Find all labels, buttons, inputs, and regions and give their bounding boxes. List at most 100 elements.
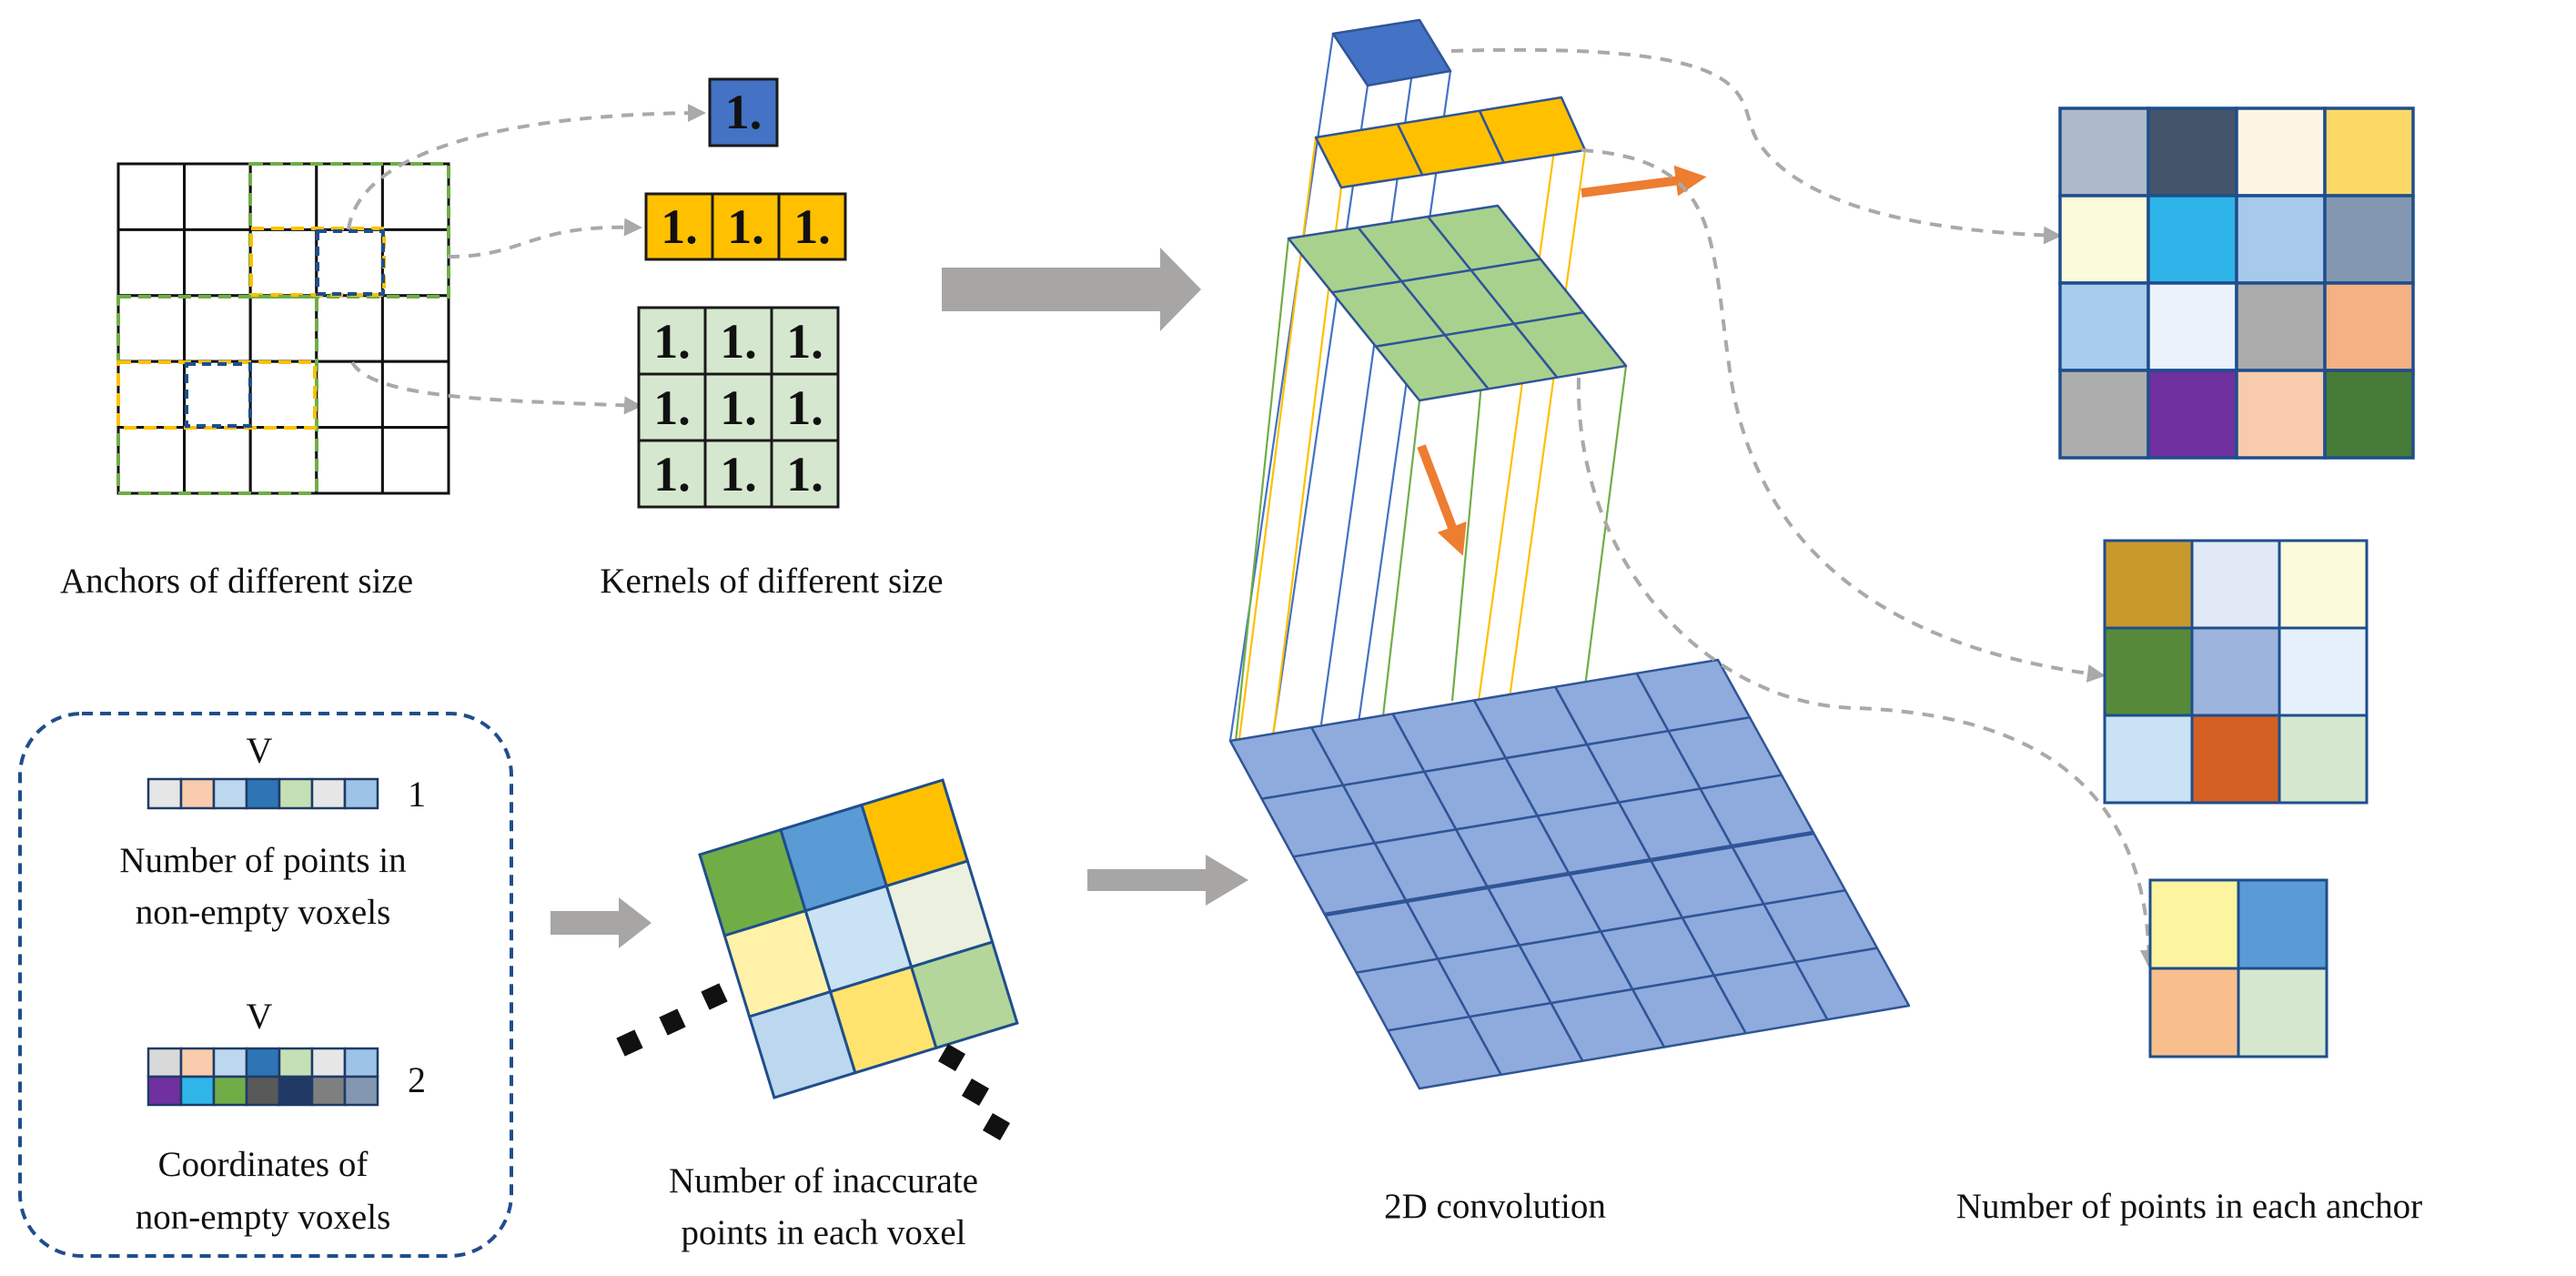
anchor-cell: [380, 426, 450, 495]
voxel-row1-strip: [146, 777, 379, 810]
voxel-row1-cell: [310, 777, 347, 810]
output-3x3-cell: [2278, 626, 2369, 717]
inaccurate-cell: [909, 940, 1019, 1050]
kernel-3x3-cell: [770, 439, 840, 509]
anchor-cell: [315, 228, 384, 298]
kernel-3x3-value: 1.: [720, 380, 757, 435]
anchor-box-green-top: [248, 162, 450, 299]
voxel-row2-top-cell: [179, 1047, 216, 1079]
output-4x4-cell: [2235, 281, 2327, 372]
anchor-to-kernel1-connector: [347, 104, 706, 230]
anchor-cell: [315, 294, 384, 363]
output-4x4-cell: [2147, 369, 2238, 460]
output-2x2-cell: [2237, 878, 2329, 970]
output-grid-3x3: [2103, 539, 2369, 805]
voxel-row1-index: 1: [408, 774, 426, 815]
kernel-1x3: 1.1.1.: [644, 192, 847, 261]
output-3x3-cell: [2103, 714, 2194, 805]
kernel-3x3-cell: [637, 439, 707, 509]
inaccurate-points-grid: [698, 778, 1019, 1099]
voxel-row2-bottom-cell: [245, 1075, 281, 1107]
inaccurate-caption-line2: points in each voxel: [681, 1213, 965, 1252]
voxel-row2-caption-line1: Coordinates of: [158, 1145, 369, 1184]
output-2x2-cell: [2237, 967, 2329, 1058]
ellipsis-dots-left: [616, 983, 728, 1057]
convolution-caption: 2D convolution: [1384, 1187, 1606, 1226]
kernel-1x3-cell: [644, 192, 714, 261]
voxel-row2-bottom-cell: [343, 1075, 379, 1107]
output-3x3-cell: [2190, 539, 2281, 630]
anchor-cell: [116, 294, 187, 363]
output-grid-4x4: [2058, 106, 2415, 460]
kernel-plane-3x3-cell: [1512, 311, 1628, 379]
output-4x4-cell: [2058, 281, 2150, 372]
anchor-box-blue-bottom: [185, 362, 252, 428]
anchor-cell: [116, 360, 187, 430]
kernel-plane-1x1-cell: [1331, 18, 1452, 87]
kernel-3x3-value: 1.: [786, 447, 823, 501]
ellipsis-dot: [982, 1112, 1011, 1141]
kernel-1x1-cell: [708, 77, 779, 147]
projection-line: [1349, 70, 1452, 782]
gray-arrow-to-convolution: [942, 248, 1201, 331]
yellow-to-output3-connector: [1581, 148, 2106, 683]
output-4x4-cell: [2147, 106, 2238, 197]
voxel-row1-cell: [212, 777, 248, 810]
voxel-row2-bottom-cell: [179, 1075, 216, 1107]
output-2x2-cell: [2148, 967, 2240, 1058]
output-3x3-cell: [2278, 714, 2369, 805]
kernel-plane-1x1: [1331, 18, 1452, 87]
anchor-cell: [248, 426, 318, 495]
voxel-row2-top-cell: [343, 1047, 379, 1079]
kernel-1x1: 1.: [708, 77, 779, 147]
voxel-row2-bottom-cell: [278, 1075, 314, 1107]
anchor-cell: [248, 162, 318, 231]
convolution-diagram: [1228, 18, 1911, 1090]
anchor-cell: [116, 228, 187, 298]
output-3x3-cell: [2278, 539, 2369, 630]
voxel-row2-index: 2: [408, 1059, 426, 1100]
voxel-row1-cell: [245, 777, 281, 810]
gray-arrow-legend-to-voxels: [551, 897, 652, 948]
feature-map-centerline: [1324, 830, 1814, 917]
voxel-row2-bottom-cell: [310, 1075, 347, 1107]
voxel-row2-header: V: [247, 996, 273, 1037]
anchor-cell: [183, 426, 252, 495]
projection-line: [1477, 96, 1563, 702]
output-4x4-cell: [2147, 194, 2238, 285]
voxel-row2-top-cell: [146, 1047, 183, 1079]
inaccurate-caption-line1: Number of inaccurate: [669, 1161, 978, 1200]
kernel-3x3-value: 1.: [720, 314, 757, 369]
blue-to-output4-connector: [1450, 47, 2062, 245]
voxel-row1-cell: [343, 777, 379, 810]
kernel-1x3-cell: [777, 192, 847, 261]
anchor-box-blue-top: [316, 229, 385, 296]
kernel-3x3-value: 1.: [786, 314, 823, 369]
kernel-3x3-value: 1.: [786, 380, 823, 435]
output-4x4-cell: [2323, 281, 2415, 372]
projection-line: [1234, 238, 1290, 743]
kernel-3x3-cell: [703, 439, 773, 509]
output-3x3-cell: [2190, 626, 2281, 717]
kernel-3x3-value: 1.: [653, 447, 691, 501]
voxel-legend-box: [18, 712, 513, 1258]
kernel-1x3-value: 1.: [793, 199, 831, 254]
kernels-caption: Kernels of different size: [600, 562, 943, 601]
ellipsis-dot: [616, 1029, 643, 1057]
voxel-row2-strip: [146, 1047, 379, 1107]
anchor-cell: [248, 360, 318, 430]
ellipsis-dot: [961, 1078, 990, 1107]
voxel-row2-top-cell: [310, 1047, 347, 1079]
output-4x4-cell: [2058, 369, 2150, 460]
voxel-row1-cell: [278, 777, 314, 810]
output-3x3-cell: [2103, 626, 2194, 717]
output-4x4-cell: [2323, 369, 2415, 460]
output-4x4-cell: [2058, 106, 2150, 197]
anchor-cell: [380, 228, 450, 298]
orange-arrow-down: [1417, 444, 1467, 556]
voxel-row1-cell: [146, 777, 183, 810]
kernel-3x3-value: 1.: [653, 314, 691, 369]
voxel-row2-bottom-cell: [212, 1075, 248, 1107]
projection-line: [1237, 137, 1318, 740]
anchor-cell: [248, 228, 318, 298]
